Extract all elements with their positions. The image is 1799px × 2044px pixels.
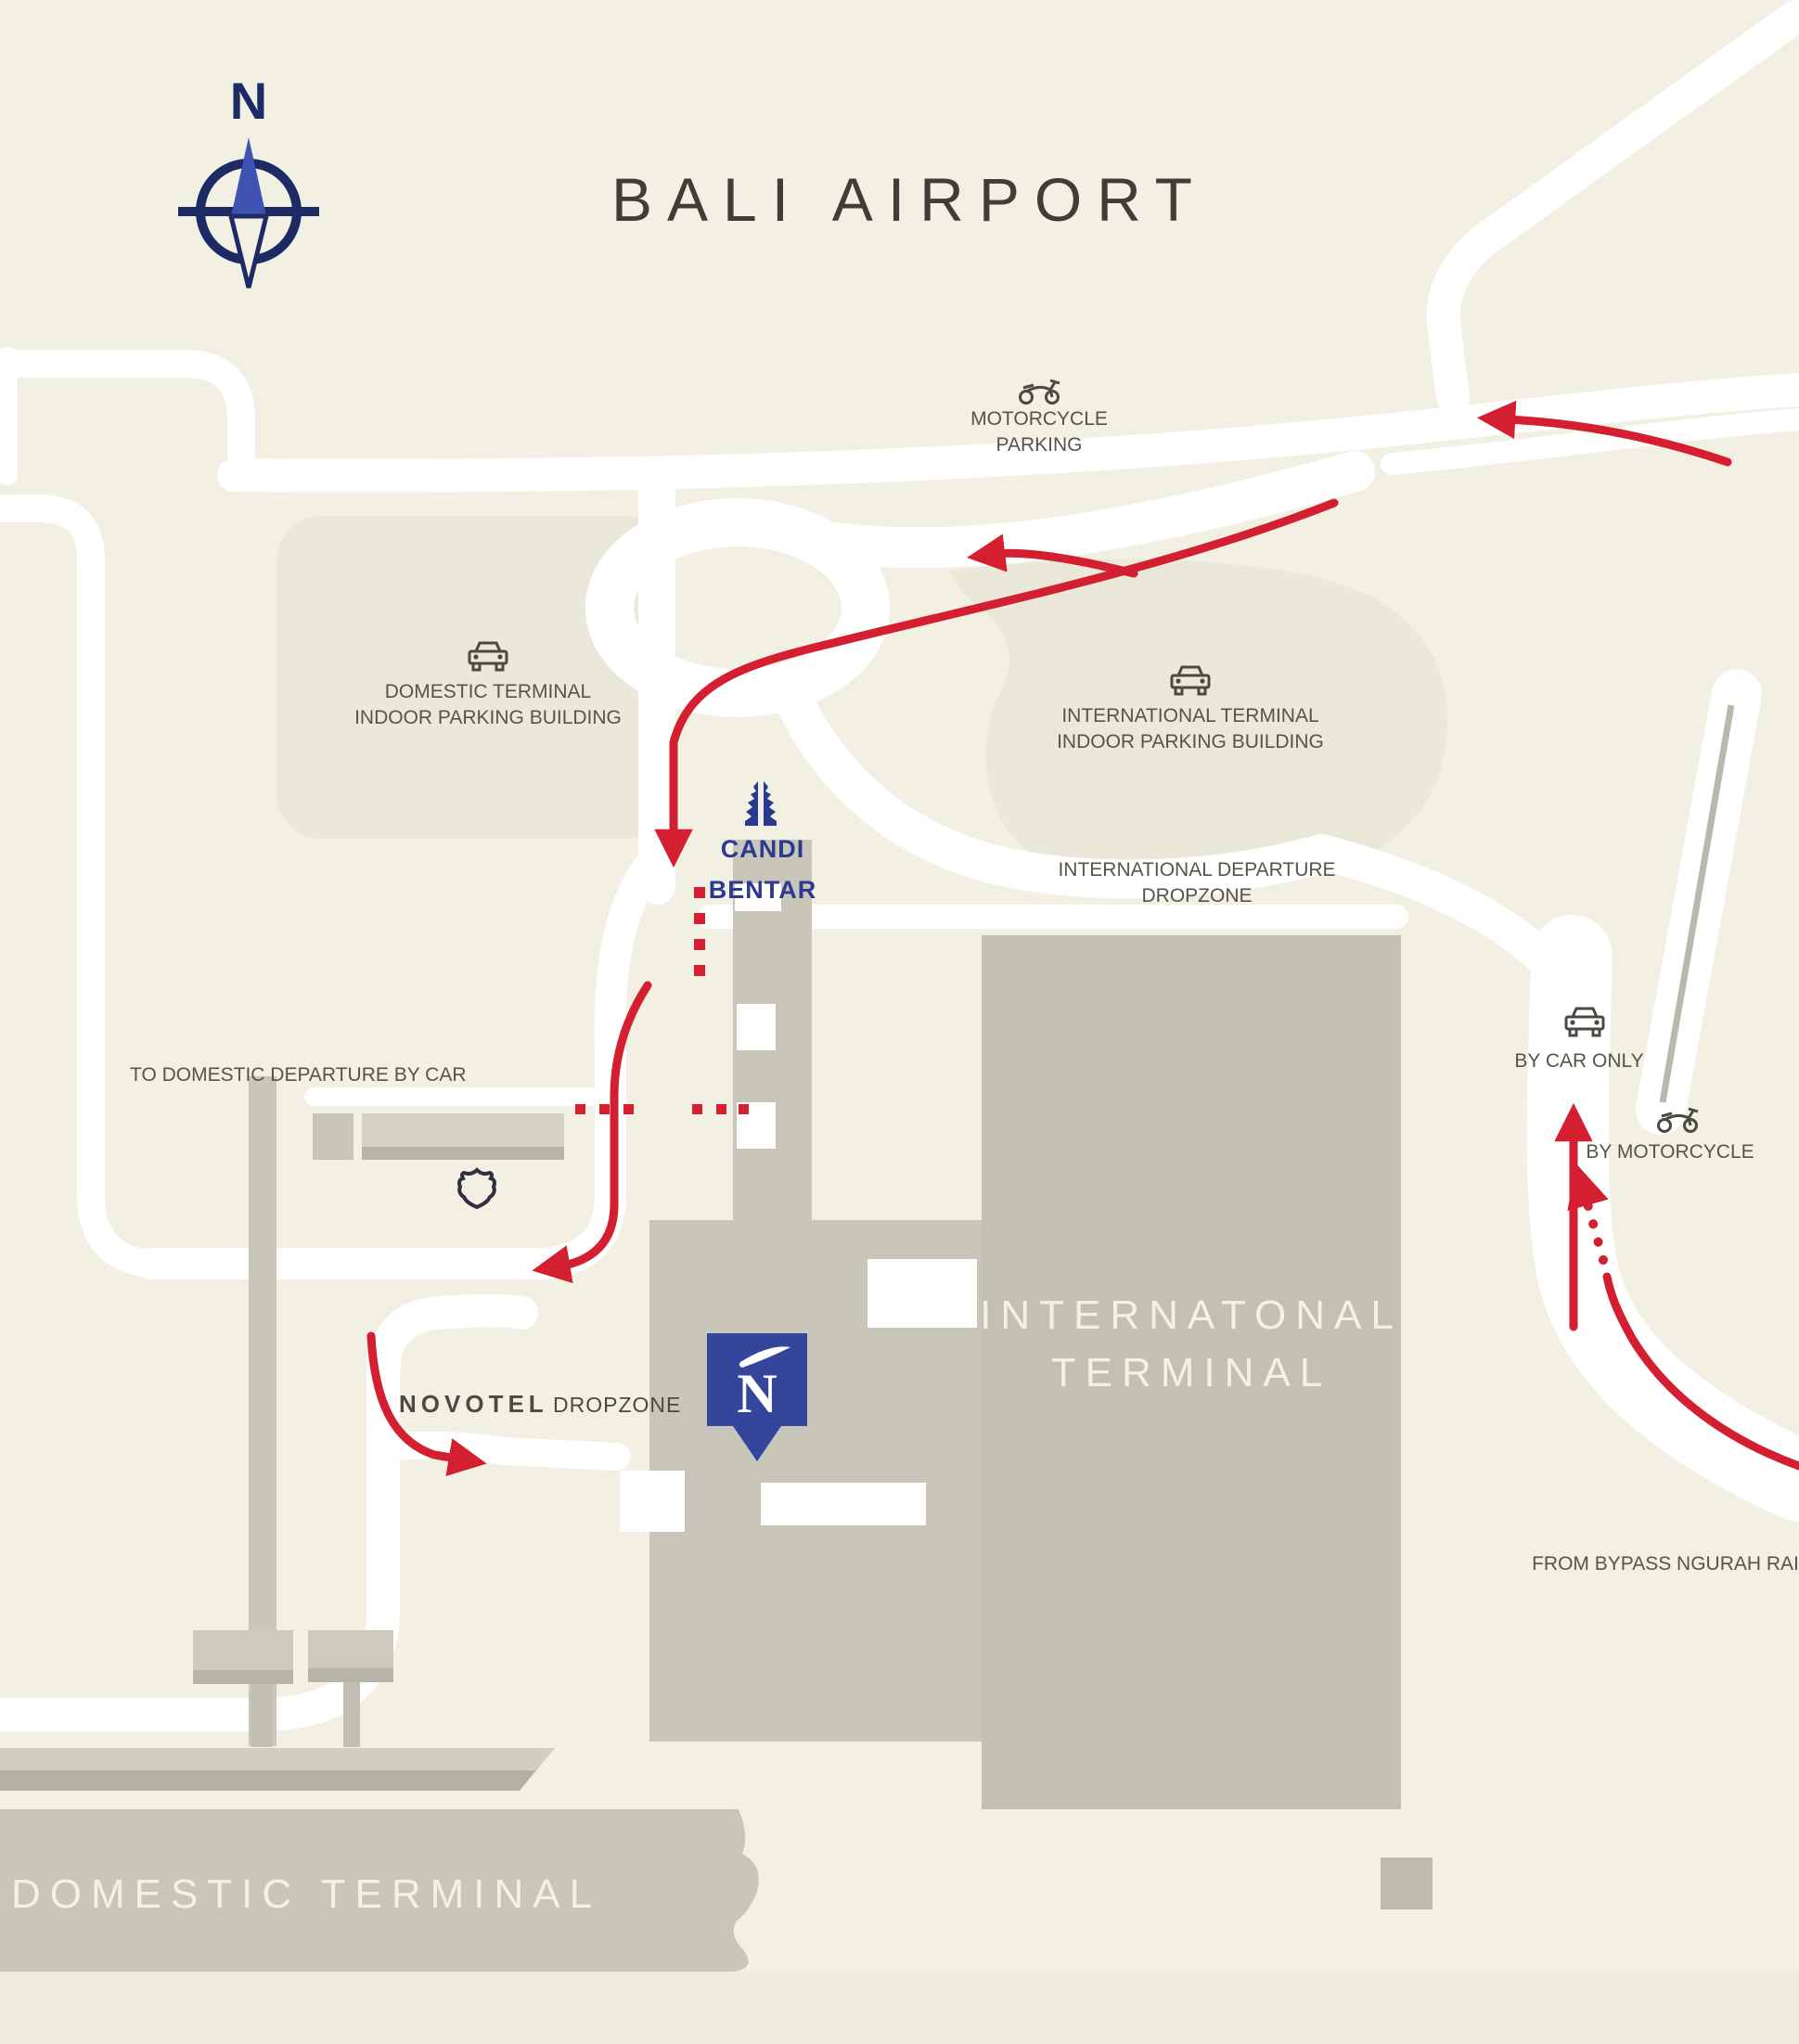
- compass-north-label: N: [230, 71, 267, 130]
- page-title: BALI AIRPORT: [611, 165, 1207, 234]
- road-novotel-loop: [0, 1293, 538, 1731]
- dropzone-kiosk: [313, 1113, 353, 1160]
- route-from-bypass: [1602, 1272, 1799, 1471]
- by-motorcycle-text: BY MOTORCYCLE: [1586, 1141, 1754, 1163]
- novotel-pin-icon: N: [707, 1333, 807, 1461]
- label-international-parking: INTERNATIONAL TERMINAL INDOOR PARKING BU…: [1057, 665, 1324, 752]
- domestic-walkway-shadow: [0, 1770, 536, 1791]
- route-novotel-dropzone: [366, 1331, 487, 1477]
- small-service-building: [1381, 1858, 1433, 1909]
- novotel-text: NOVOTEL: [399, 1390, 548, 1418]
- road-international-dropzone: [769, 669, 1342, 899]
- domestic-parking-line2: INDOOR PARKING BUILDING: [354, 707, 622, 728]
- label-domestic-terminal: DOMESTIC TERMINAL: [11, 1871, 601, 1917]
- route-to-domestic-dropzone: [532, 981, 652, 1284]
- international-dropzone-line2: DROPZONE: [1141, 885, 1252, 906]
- label-by-motorcycle: BY MOTORCYCLE: [1586, 1107, 1754, 1163]
- novotel-pin-point: [733, 1426, 781, 1461]
- apron-strip: [0, 1972, 1799, 2044]
- novotel-pin-letter: N: [737, 1363, 777, 1424]
- road-interchange-upper: [815, 451, 1375, 569]
- building-international-terminal: [982, 935, 1401, 1809]
- novotel-crescent: [739, 1346, 790, 1368]
- route-arrow-main-west: [967, 533, 1138, 578]
- compass-rose-icon: N: [178, 71, 319, 289]
- pier-canopy-2-shadow: [308, 1668, 393, 1682]
- road-by-car-only: [1526, 915, 1799, 1522]
- route-arrow-entry-east: [1476, 400, 1732, 467]
- pier-canopy-1-stem: [251, 1684, 272, 1747]
- domestic-parking-line1: DOMESTIC TERMINAL: [385, 681, 591, 702]
- pier-canopy-1-shadow: [193, 1670, 293, 1684]
- tower-gate-opening: [735, 883, 781, 911]
- compass-needle-south: [227, 213, 270, 289]
- label-international-dropzone: INTERNATIONAL DEPARTURE DROPZONE: [1058, 859, 1335, 906]
- candi-bentar-gate-icon: [745, 781, 777, 826]
- international-terminal-line2: TERMINAL: [1051, 1350, 1331, 1395]
- domestic-parking-area: [276, 516, 670, 839]
- label-international-terminal: INTERNATONAL TERMINAL: [980, 1292, 1403, 1395]
- motorcycle-parking-line1: MOTORCYCLE: [970, 408, 1108, 430]
- road-second-strand: [1381, 408, 1799, 475]
- route-arrows: [366, 400, 1799, 1477]
- novotel-dropzone-text: DROPZONE: [553, 1393, 681, 1417]
- building-domestic-terminal: [0, 1809, 759, 1972]
- label-candi-bentar: CANDI BENTAR: [709, 781, 817, 904]
- dropzone-canopy-shadow: [362, 1147, 564, 1160]
- road-left-loop: [0, 495, 164, 1278]
- label-to-domestic-departure: TO DOMESTIC DEPARTURE BY CAR: [130, 1064, 467, 1086]
- route-motorcycle-dotted: [1567, 1163, 1609, 1265]
- pier-canopy-2-stem: [343, 1682, 360, 1747]
- compass-needle-north: [231, 137, 266, 216]
- international-parking-area: [948, 559, 1448, 893]
- international-terminal-line1: INTERNATONAL: [980, 1292, 1403, 1338]
- by-car-only-text: BY CAR ONLY: [1514, 1050, 1643, 1072]
- buildings: [0, 840, 1433, 1972]
- shield-icon: [457, 1167, 496, 1210]
- road-interchange-loop: [585, 498, 890, 717]
- motorcycle-parking-line2: PARKING: [996, 434, 1083, 456]
- route-to-candi-bentar: [654, 498, 1339, 868]
- gate-dotted-markers: [575, 887, 749, 1114]
- international-parking-line2: INDOOR PARKING BUILDING: [1057, 731, 1324, 752]
- label-motorcycle-parking: MOTORCYCLE PARKING: [970, 379, 1108, 456]
- label-novotel-dropzone: NOVOTEL DROPZONE: [399, 1390, 681, 1418]
- candi-bentar-line2: BENTAR: [709, 876, 817, 904]
- road-main-horizontal: [217, 373, 1799, 493]
- annex-gate-passage: [620, 1471, 685, 1532]
- annex-cutout-2: [761, 1483, 926, 1525]
- label-from-bypass: FROM BYPASS NGURAH RAI: [1532, 1553, 1799, 1575]
- novotel-pin-body: [707, 1333, 807, 1426]
- label-by-car-only: BY CAR ONLY: [1514, 1007, 1644, 1072]
- candi-bentar-line1: CANDI: [721, 835, 805, 863]
- annex-cutout-1: [867, 1259, 977, 1328]
- road-top-right-diagonal: [1426, 0, 1799, 414]
- road-to-domestic-dropzone: [135, 855, 662, 1279]
- parking-areas: [276, 516, 1448, 893]
- label-domestic-parking: DOMESTIC TERMINAL INDOOR PARKING BUILDIN…: [354, 641, 622, 728]
- road-top-left-connector: [0, 350, 255, 485]
- tower-notch-1: [737, 1004, 776, 1050]
- international-dropzone-line1: INTERNATIONAL DEPARTURE: [1058, 859, 1335, 881]
- international-parking-line1: INTERNATIONAL TERMINAL: [1061, 705, 1318, 726]
- flyover-center-line: [1659, 704, 1735, 1103]
